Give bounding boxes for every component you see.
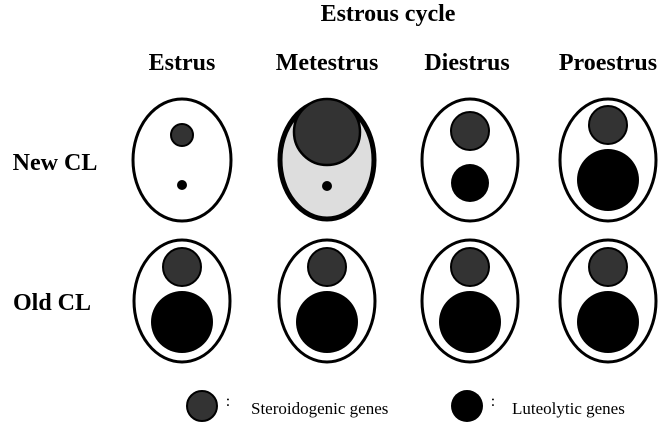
legend: : Steroidogenic genes : Luteolytic genes (186, 390, 625, 422)
luteolytic-dot (577, 291, 639, 353)
steroidogenic-dot (162, 247, 202, 287)
steroidogenic-dot (588, 105, 628, 145)
row-label-old-cl: Old CL (13, 290, 91, 316)
luteolytic-dot (322, 181, 332, 191)
luteolytic-dot (439, 291, 501, 353)
cell-new-cl-metestrus (277, 97, 377, 222)
column-label-diestrus: Diestrus (424, 50, 509, 76)
steroidogenic-dot (588, 247, 628, 287)
steroidogenic-dot (292, 97, 362, 167)
luteolytic-dot (577, 149, 639, 211)
cell-outline (420, 97, 520, 223)
legend-steroidogenic-separator: : (226, 393, 230, 410)
legend-luteolytic-separator: : (491, 393, 495, 410)
column-label-estrus: Estrus (149, 50, 216, 76)
cell-old-cl-diestrus (420, 238, 520, 364)
legend-steroidogenic-label: Steroidogenic genes (251, 399, 388, 418)
luteolytic-dot (296, 291, 358, 353)
steroidogenic-dot (450, 111, 490, 151)
cell-new-cl-diestrus (420, 97, 520, 223)
cell-outline (131, 97, 233, 223)
luteolytic-dot (451, 164, 489, 202)
cell-old-cl-proestrus (558, 238, 658, 364)
steroidogenic-dot (450, 247, 490, 287)
column-label-metestrus: Metestrus (276, 50, 379, 76)
legend-luteolytic-swatch (451, 390, 483, 422)
cell-old-cl-metestrus (277, 238, 377, 364)
legend-steroidogenic-swatch (186, 390, 218, 422)
diagram-title: Estrous cycle (321, 1, 456, 27)
luteolytic-dot (151, 291, 213, 353)
row-label-new-cl: New CL (13, 150, 98, 176)
cell-old-cl-estrus (132, 238, 232, 364)
legend-luteolytic-label: Luteolytic genes (512, 399, 625, 418)
steroidogenic-dot (170, 123, 194, 147)
steroidogenic-dot (307, 247, 347, 287)
cell-new-cl-proestrus (558, 97, 658, 223)
column-label-proestrus: Proestrus (559, 50, 657, 76)
cell-new-cl-estrus (131, 97, 233, 223)
luteolytic-dot (177, 180, 187, 190)
